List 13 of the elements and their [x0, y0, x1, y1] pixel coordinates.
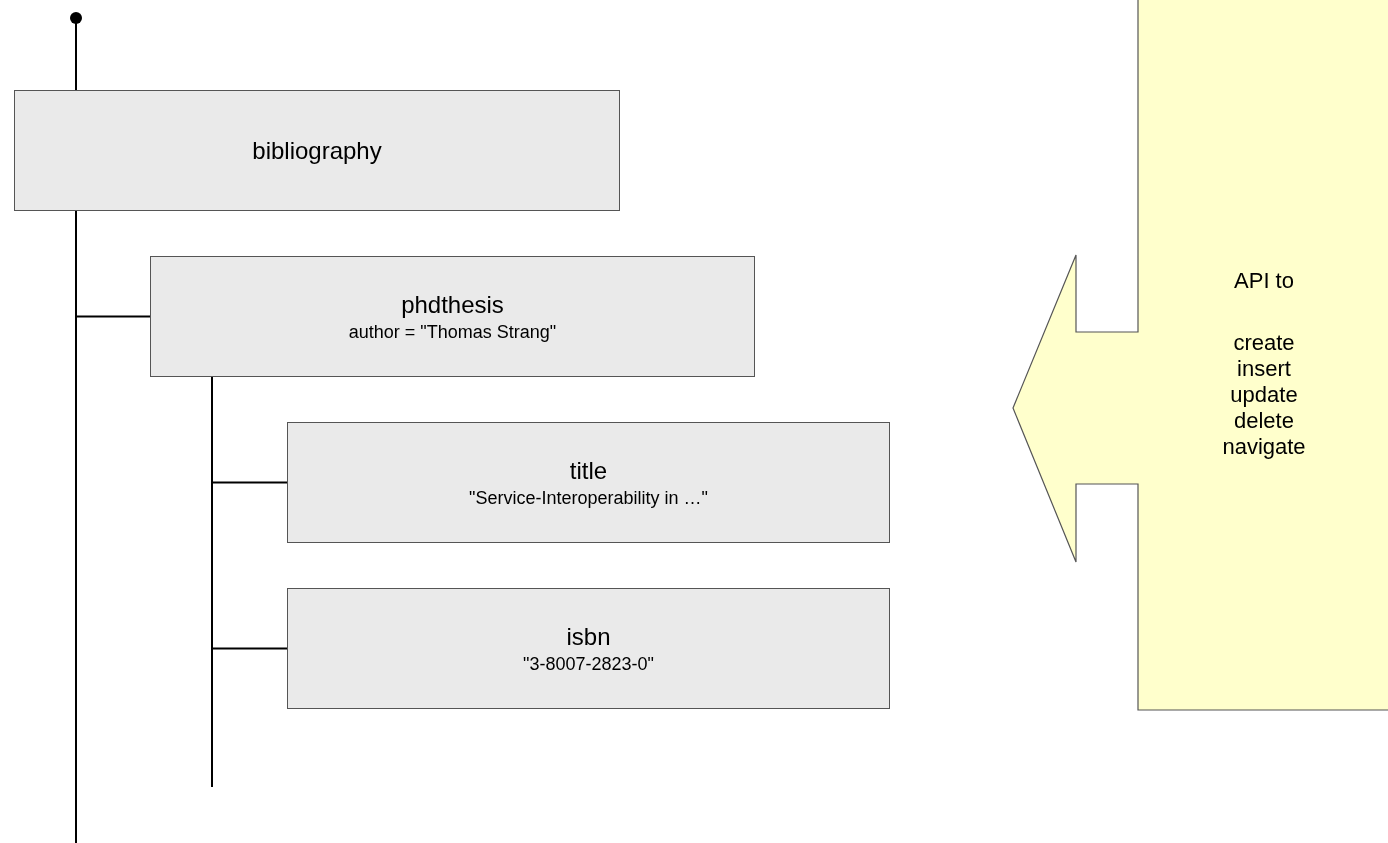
element-name: bibliography — [252, 135, 382, 166]
element-attribute: author = "Thomas Strang" — [348, 320, 557, 344]
api-heading: API to — [1234, 268, 1294, 294]
element-name: title — [569, 455, 608, 486]
element-attribute: "Service-Interoperability in …" — [469, 486, 708, 510]
element-box — [287, 588, 890, 709]
operation-list: create insert update delete navigate — [1214, 330, 1314, 460]
element-box — [287, 422, 890, 543]
element-name: isbn — [566, 621, 611, 652]
element-box — [150, 256, 755, 377]
element-name: phdthesis — [401, 289, 504, 320]
element-box — [14, 90, 620, 211]
element-attribute: "3-8007-2823-0" — [523, 652, 654, 676]
